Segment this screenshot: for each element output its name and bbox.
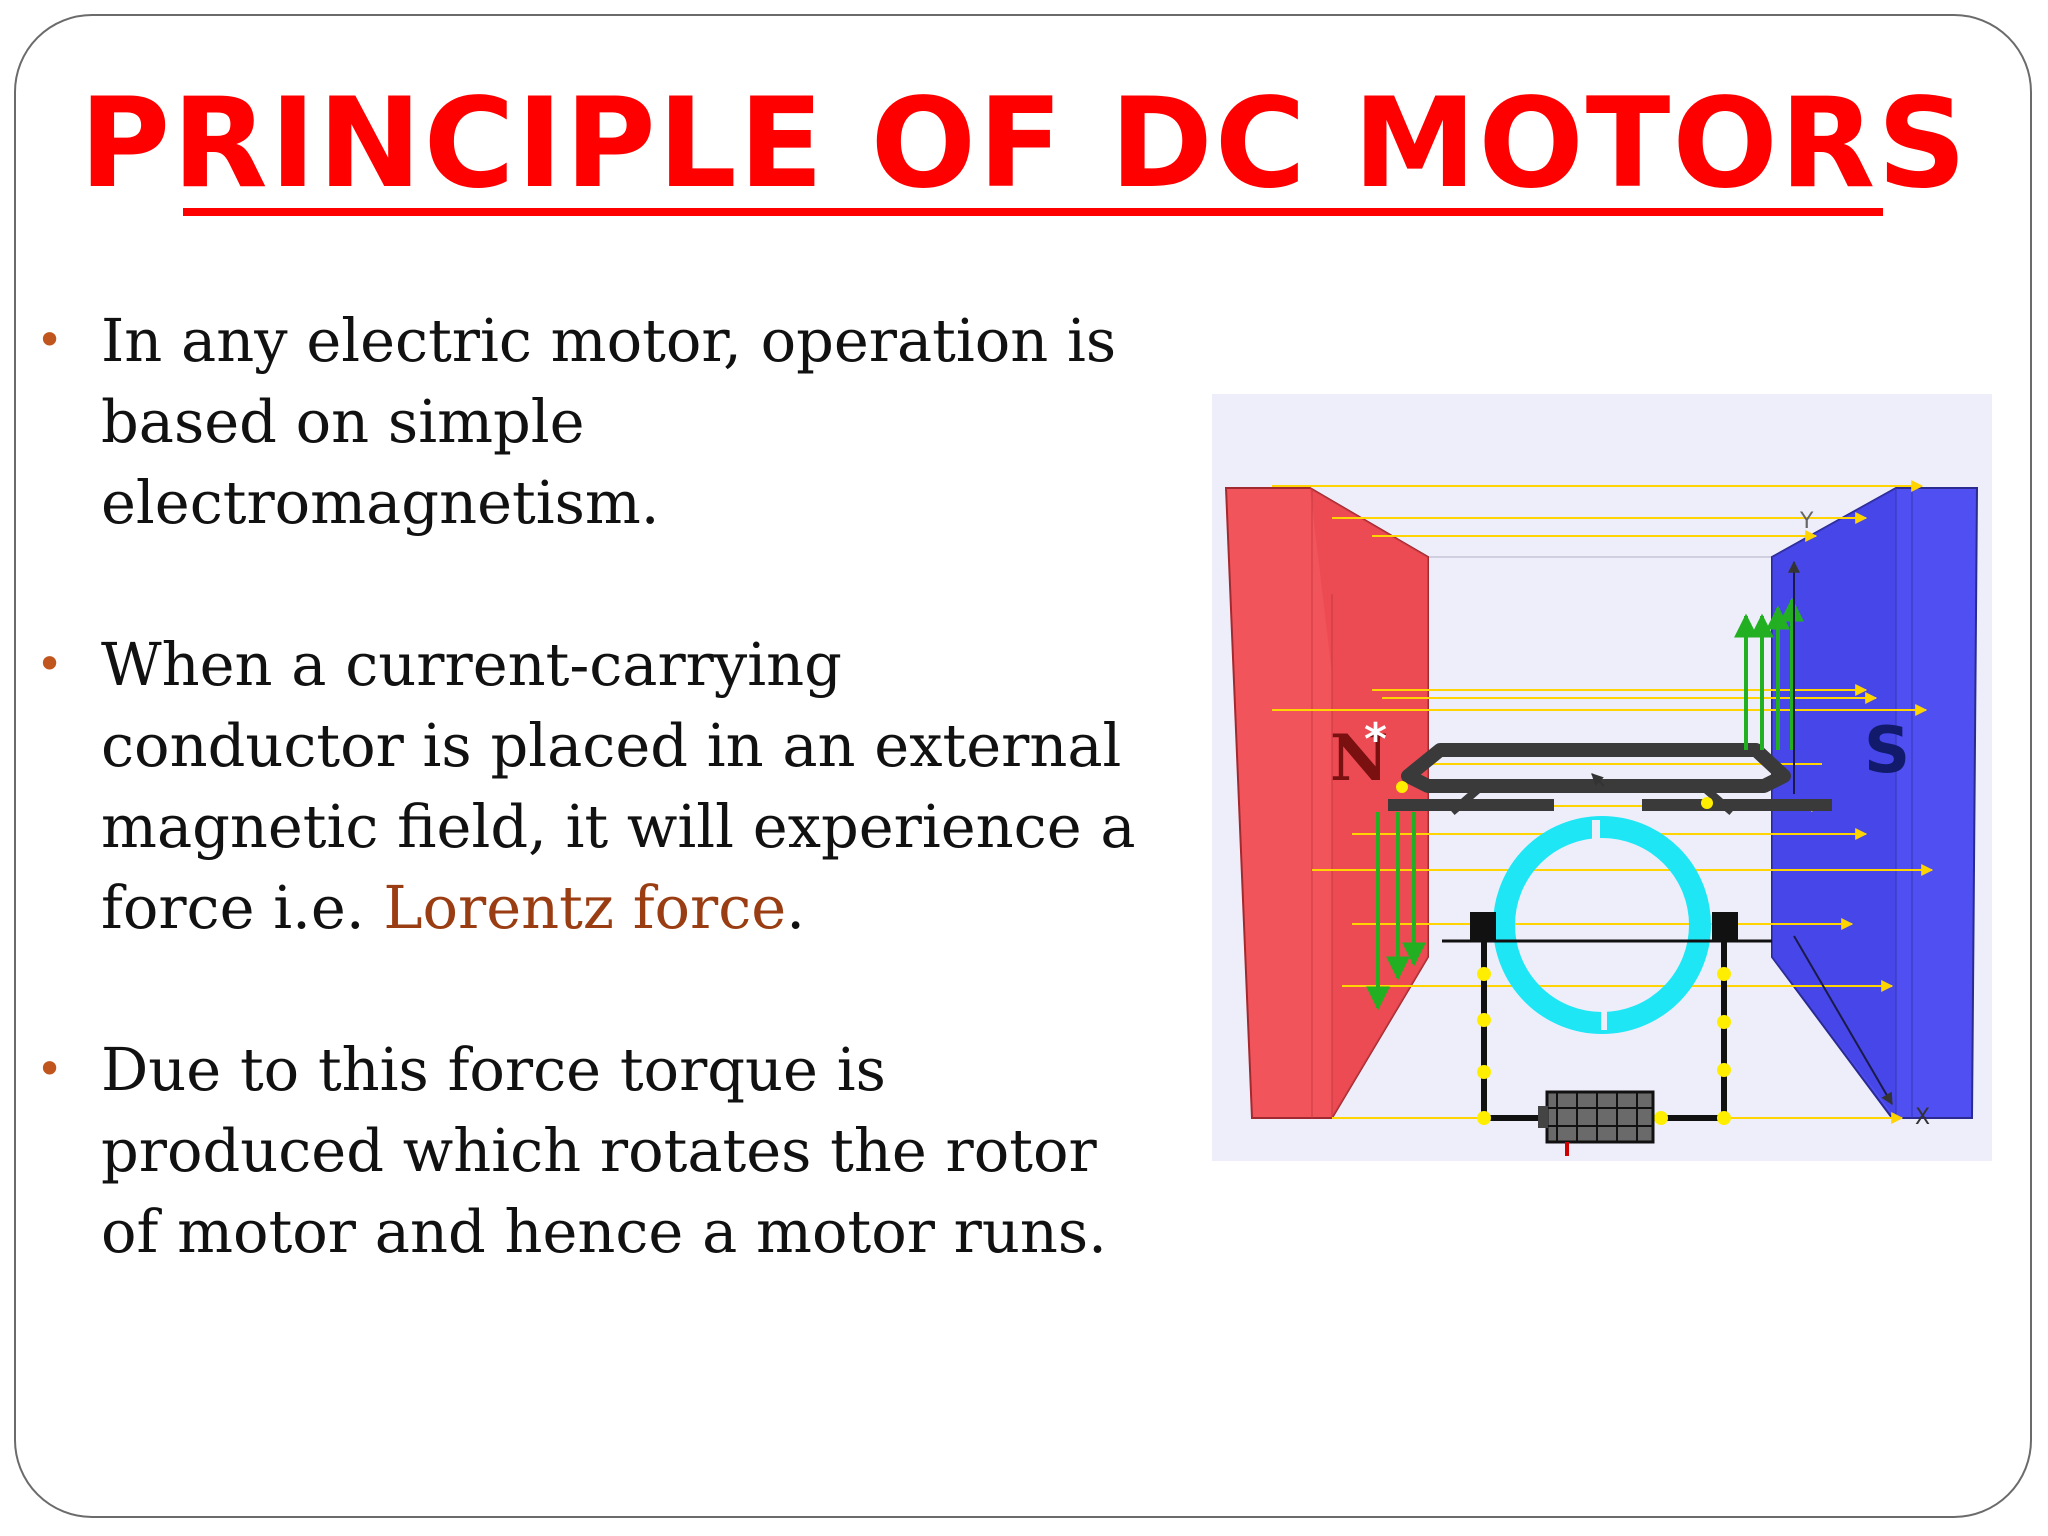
force-vectors xyxy=(1366,597,1804,1011)
bullet-text: Due to this force torque is produced whi… xyxy=(101,1035,1107,1266)
y-axis-label: Y xyxy=(1799,509,1814,534)
dc-motor-diagram: Y X N * S xyxy=(1212,394,1992,1161)
x-axis-label: X xyxy=(1915,1105,1930,1130)
bullet-item-3: • Due to this force torque is produced w… xyxy=(30,1029,1140,1272)
north-pole-label: N xyxy=(1330,721,1389,796)
bullet-marker: • xyxy=(36,313,64,367)
brush-circuit xyxy=(1396,781,1772,1125)
title-underline xyxy=(183,208,1883,216)
star-marker: * xyxy=(1364,714,1387,765)
bullet-text: When a current-carrying conductor is pla… xyxy=(101,630,1136,942)
bullet-marker: • xyxy=(36,1042,64,1096)
bullet-item-2: • When a current-carrying conductor is p… xyxy=(30,624,1140,948)
south-pole-label: S xyxy=(1864,714,1910,788)
bullet-item-1: • In any electric motor, operation is ba… xyxy=(30,300,1140,543)
south-magnet xyxy=(1771,487,1979,1119)
lorentz-force-term: Lorentz force xyxy=(383,873,787,942)
bullet-text-end: . xyxy=(786,873,805,942)
bullet-marker: • xyxy=(36,637,64,691)
axes: Y X xyxy=(1788,509,1930,1130)
motor-illustration: Y X N * S xyxy=(1224,480,1979,1156)
bullet-list: • In any electric motor, operation is ba… xyxy=(30,300,1140,1353)
supply-battery xyxy=(1538,1090,1655,1156)
commutator-ring xyxy=(1493,816,1711,1034)
armature-coil xyxy=(1388,743,1832,816)
slide-title: PRINCIPLE OF DC MOTORS xyxy=(79,72,1969,216)
bullet-text: In any electric motor, operation is base… xyxy=(101,306,1117,537)
